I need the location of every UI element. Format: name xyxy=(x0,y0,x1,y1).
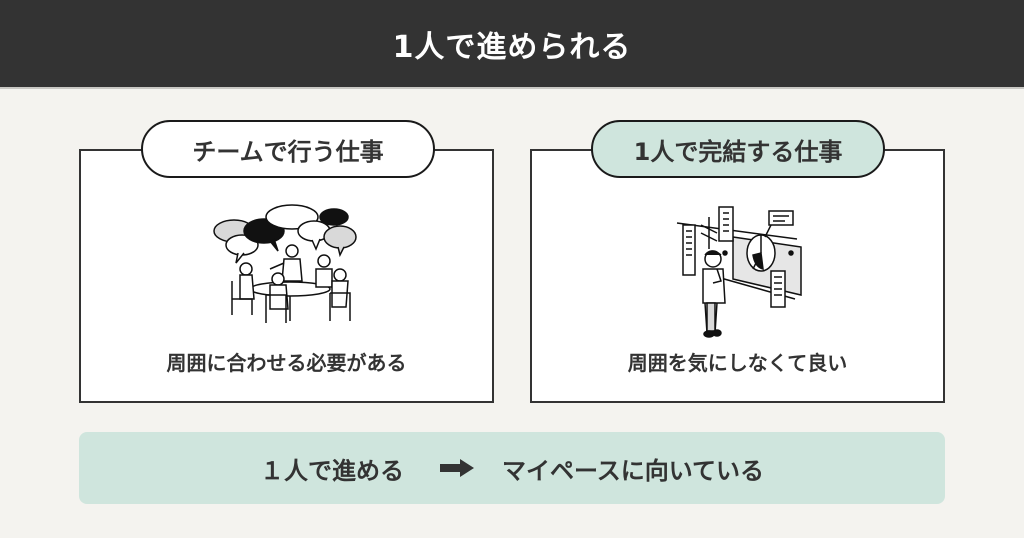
team-work-caption: 周囲に合わせる必要がある xyxy=(166,351,407,375)
team-meeting-illustration xyxy=(212,204,357,323)
banner-right-text: マイペースに向いている xyxy=(501,456,765,485)
summary-banner: １人で進める マイペースに向いている xyxy=(79,432,945,504)
page-title: 1人で進められる xyxy=(392,29,632,65)
solo-work-card: 周囲を気にしなくて良い xyxy=(530,149,945,403)
header-bar: 1人で進められる xyxy=(0,0,1024,89)
arrow-right-icon xyxy=(439,459,474,477)
team-work-label-text: チームで行う仕事 xyxy=(192,137,384,166)
solo-work-label-text: 1人で完結する仕事 xyxy=(633,137,843,166)
solo-work-caption: 周囲を気にしなくて良い xyxy=(627,351,848,375)
solo-worker-illustration xyxy=(676,206,802,338)
team-work-card: 周囲に合わせる必要がある xyxy=(79,149,494,403)
banner-left-text: １人で進める xyxy=(259,456,404,485)
team-work-label: チームで行う仕事 xyxy=(141,120,435,178)
solo-work-label: 1人で完結する仕事 xyxy=(591,120,885,178)
